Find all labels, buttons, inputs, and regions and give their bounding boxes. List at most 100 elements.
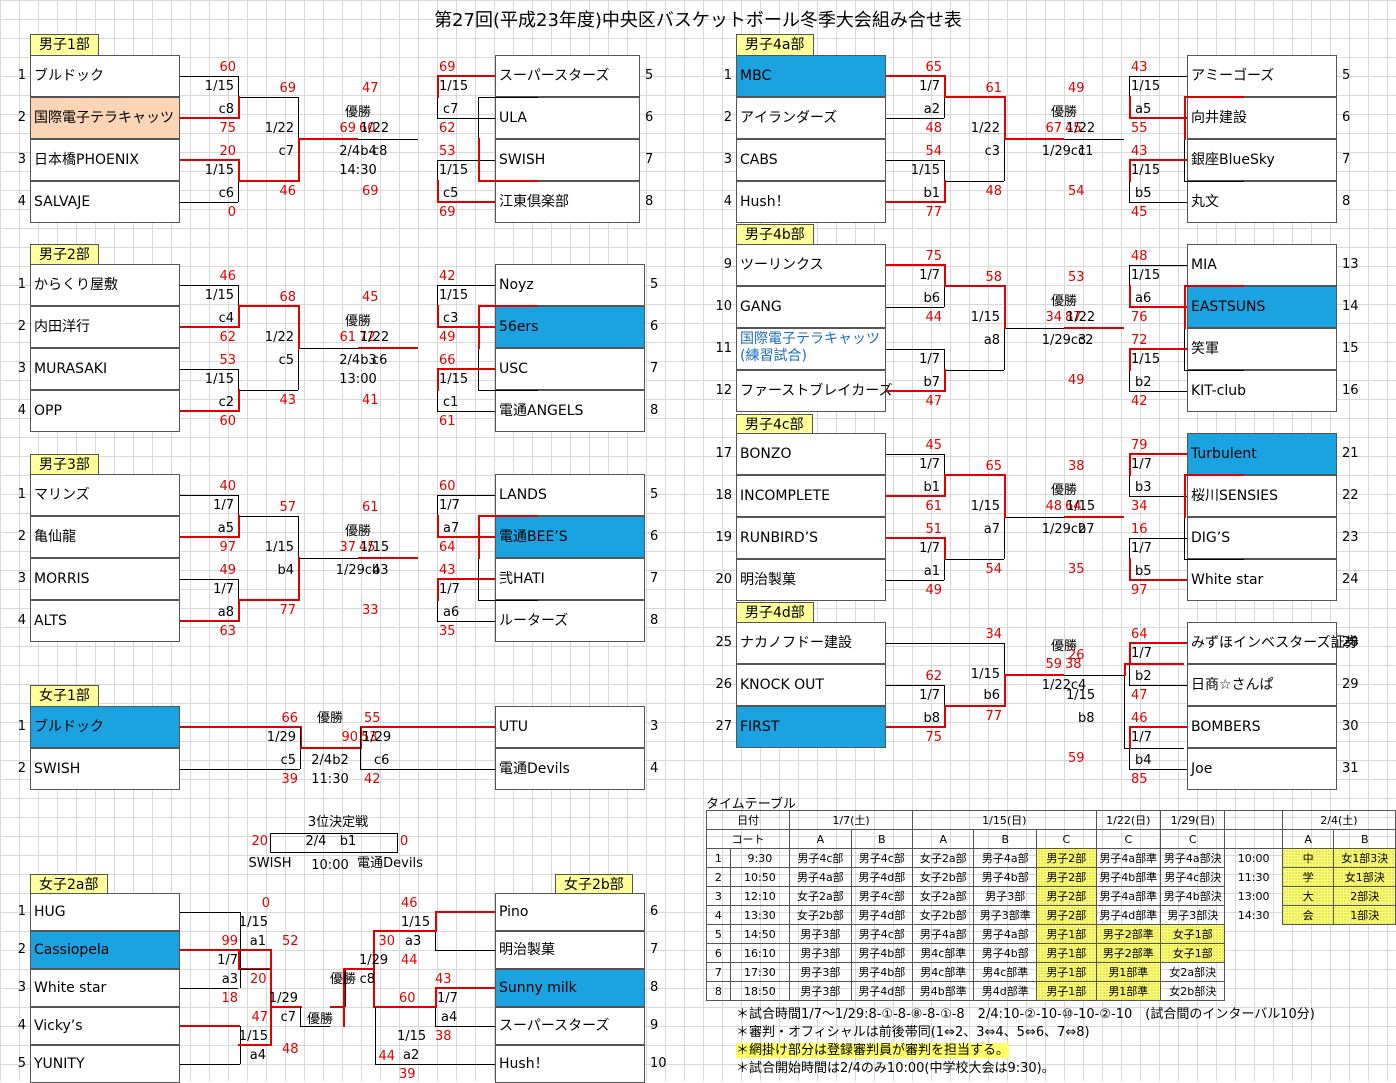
timetable-cell: 男子4d部 — [850, 867, 914, 887]
team-name: OPP — [30, 390, 180, 432]
score: 39 — [281, 772, 298, 787]
score: 65 — [925, 60, 942, 75]
team-number: 2 — [723, 110, 732, 125]
bracket-winner-line — [944, 537, 946, 560]
bracket-winner-line — [360, 726, 362, 749]
bracket-winner-line — [478, 180, 538, 182]
bracket-winner-line — [180, 620, 238, 622]
bracket-winner-line — [1064, 327, 1124, 329]
bracket-winner-line — [437, 536, 495, 538]
bracket-line — [180, 1064, 240, 1065]
bracket-winner-line — [358, 347, 418, 349]
bracket-line — [298, 558, 358, 559]
bracket-winner-line — [437, 201, 495, 203]
match-date: 1/22 — [360, 330, 390, 345]
score: 44 — [378, 1049, 395, 1064]
third-time: 10:00 — [311, 858, 349, 873]
match-date: 1/7 — [919, 268, 940, 283]
score: 79 — [1131, 438, 1148, 453]
bracket-winner-line — [1004, 474, 1006, 518]
bracket-winner-line — [1129, 159, 1187, 161]
bracket-winner-line — [343, 968, 345, 1027]
score: 53 — [361, 730, 378, 745]
timetable-cell: 6 — [706, 943, 731, 963]
team-name: INCOMPLETE — [736, 475, 886, 517]
court: a6 — [443, 605, 460, 620]
match-date: 1/7 — [1131, 457, 1152, 472]
bracket-winner-line — [435, 911, 437, 932]
bracket-winner-line — [886, 726, 944, 728]
score: 90 — [341, 730, 358, 745]
bracket-line — [270, 852, 398, 853]
court: a1 — [249, 934, 266, 949]
timetable-cell: 女2b部決 — [1160, 981, 1226, 1001]
bracket-line — [1064, 674, 1124, 676]
court: b7 — [923, 375, 940, 390]
timetable-cell: 5 — [706, 924, 731, 944]
timetable-cell: 男子4c部決 — [1160, 867, 1226, 887]
score: 34 — [1045, 310, 1062, 325]
final-date: 1/29c2 — [1041, 522, 1087, 537]
bracket-winner-line — [1129, 726, 1131, 749]
match-date: 1/15 — [1131, 352, 1161, 367]
team-number: 7 — [650, 361, 659, 376]
team-name: BOMBERS — [1187, 706, 1337, 748]
score: 0 — [400, 834, 409, 849]
bracket-winner-line — [1129, 453, 1187, 455]
score: 57 — [279, 500, 296, 515]
timetable-header: 1/15(日) — [912, 810, 1097, 830]
timetable-cell: 2部決 — [1333, 886, 1396, 906]
score: 43 — [1131, 144, 1148, 159]
court: b2 — [1135, 669, 1152, 684]
match-date: 1/22 — [264, 330, 294, 345]
bracket-winner-line — [330, 1006, 345, 1008]
third-court: b1 — [339, 834, 357, 849]
bracket-line — [1129, 769, 1187, 770]
bracket-winner-line — [437, 578, 495, 580]
timetable-header: 日付 — [705, 810, 791, 830]
bracket-line — [1129, 685, 1187, 686]
bracket-winner-line — [435, 987, 437, 1008]
court: a5 — [1135, 102, 1152, 117]
bracket-winner-line — [1004, 138, 1064, 140]
timetable-cell: 男子3部 — [789, 962, 852, 982]
score: 33 — [362, 603, 379, 618]
timetable-court: C — [1036, 829, 1097, 849]
match-date: 1/15 — [439, 163, 469, 178]
team-name: BONZO — [736, 433, 886, 475]
match-date: 1/29 — [266, 730, 296, 745]
team-number: 2 — [17, 942, 26, 957]
court: c2 — [1078, 333, 1094, 348]
timetable-court: C — [1095, 829, 1162, 849]
team-number: 1 — [17, 719, 26, 734]
score: 47 — [251, 1010, 268, 1025]
bracket-winner-line — [238, 599, 298, 601]
team-number: 25 — [715, 635, 732, 650]
bracket-winner-line — [1129, 285, 1131, 308]
final-time: 14:30 — [339, 163, 377, 178]
team-name: Noyz — [495, 264, 645, 306]
timetable-cell: 男子4d部 — [850, 905, 914, 925]
team-name: Joe — [1187, 748, 1337, 790]
timetable-cell: 男4b部準 — [912, 981, 975, 1001]
bracket-line — [886, 580, 944, 581]
score: 58 — [985, 270, 1002, 285]
match-date: 1/15 — [910, 163, 940, 178]
bracket-line — [437, 495, 495, 496]
match-date: 1/15 — [204, 288, 234, 303]
timetable-cell: 男子1部 — [1036, 981, 1097, 1001]
score: 42 — [1131, 394, 1148, 409]
team-name: 笑軍 — [1187, 328, 1337, 370]
timetable-header: 1/22(日) — [1095, 810, 1162, 830]
timetable-cell: 中 — [1281, 848, 1335, 868]
bracket-line — [1129, 496, 1187, 497]
final-date: 1/29c4 — [335, 563, 381, 578]
bracket-line — [1129, 265, 1187, 266]
bracket-winner-line — [270, 1006, 272, 1046]
group-label: 男子2部 — [30, 244, 99, 266]
bracket-line — [1004, 328, 1064, 329]
court: a4 — [441, 1010, 458, 1025]
team-number: 6 — [645, 110, 654, 125]
score: 66 — [281, 711, 298, 726]
match-date: 1/15 — [1131, 79, 1161, 94]
